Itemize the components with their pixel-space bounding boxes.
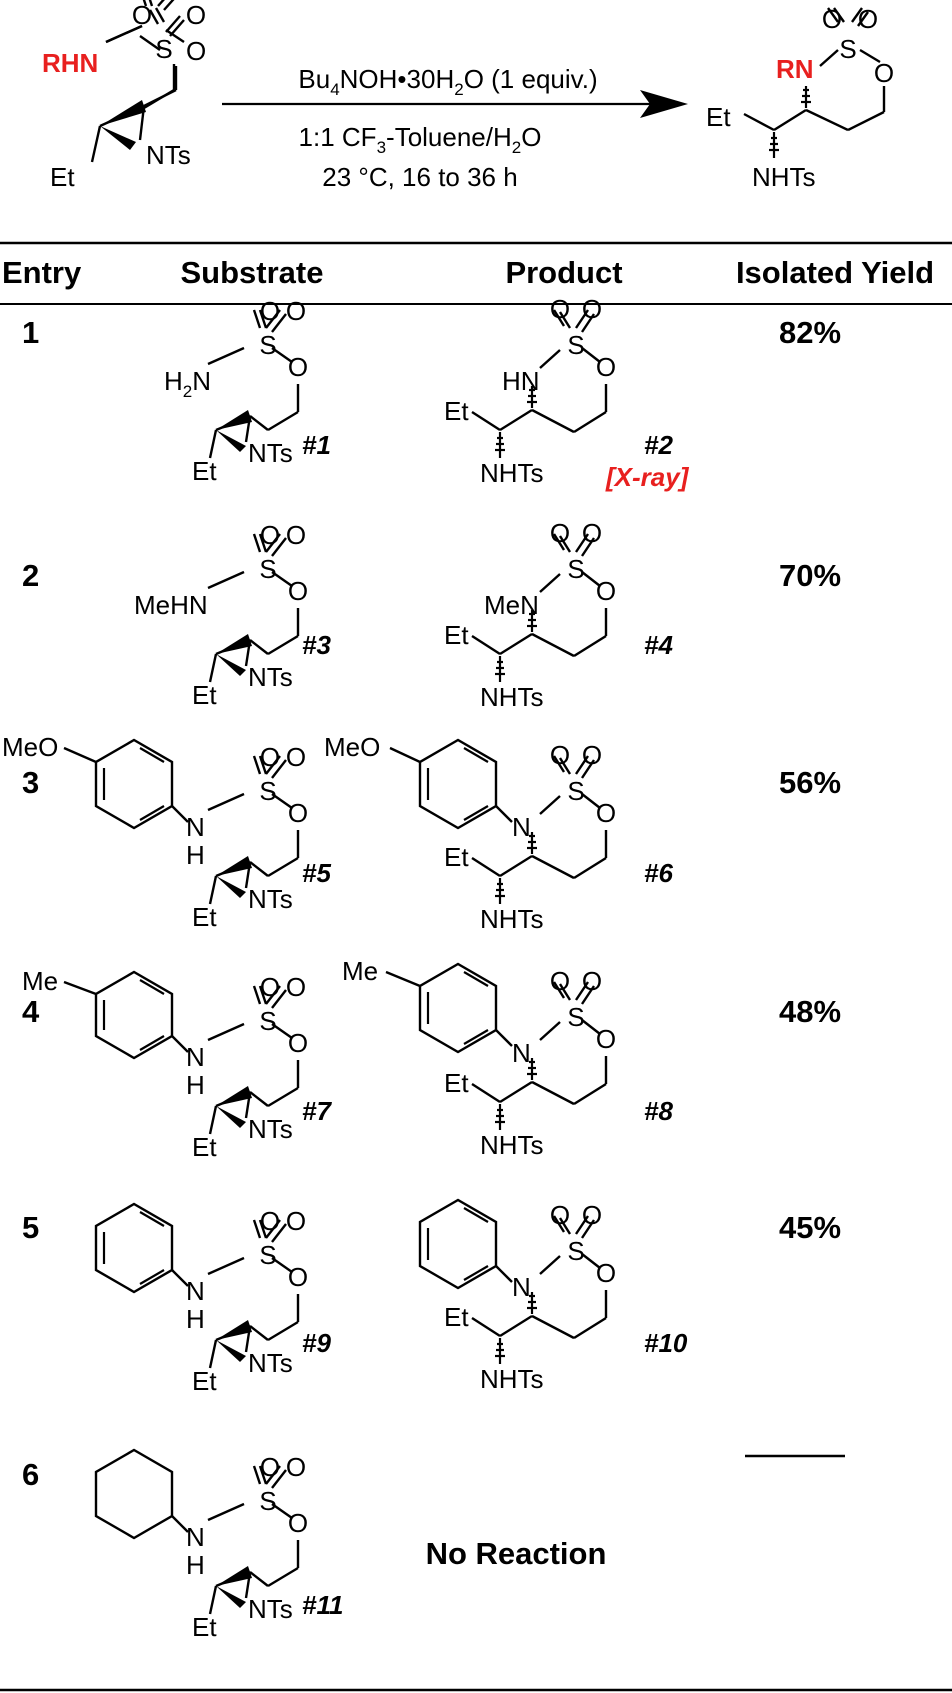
entry-1-yield: 82%	[779, 315, 841, 350]
entry-6-substrate-label: #11	[302, 1590, 343, 1620]
header-entry: Entry	[2, 255, 82, 290]
entry-6-nh-n: N	[186, 1522, 205, 1552]
scheme-substrate-o2: O	[186, 0, 206, 30]
entry-3-product-n: N	[512, 812, 531, 842]
entry-1-number: 1	[22, 315, 39, 350]
entry-5-substrate: N H #9	[94, 1202, 331, 1398]
entry-4-aryl-ring	[94, 970, 174, 1060]
entry-4-product: Me N #8	[342, 956, 673, 1162]
scheme-substrate-nts: NTs	[146, 140, 191, 170]
scheme-product-s: S	[839, 34, 856, 64]
entry-2-number: 2	[22, 558, 39, 593]
entry-6-no-reaction: No Reaction	[426, 1536, 607, 1571]
entry-3-nh-h: H	[186, 840, 205, 870]
entry-3-product: MeO N #6	[324, 732, 673, 936]
scheme-substrate: RHN O O S O NTs	[42, 0, 206, 192]
entry-5-product-n: N	[512, 1272, 531, 1302]
entry-5-nh-n: N	[186, 1276, 205, 1306]
entry-2-product-label: #4	[644, 630, 673, 660]
scheme-product-o3: O	[874, 58, 894, 88]
entry-2-substrate: MeHN #3	[134, 518, 331, 712]
scheme-substrate-o3: O	[186, 36, 206, 66]
header-product: Product	[505, 255, 622, 290]
entry-3-number: 3	[22, 765, 39, 800]
entry-2-product-amine: MeN	[484, 590, 539, 620]
scheme-substrate-o1: O	[132, 0, 152, 30]
entry-5-substrate-label: #9	[302, 1328, 331, 1358]
entry-3-product-label: #6	[644, 858, 673, 888]
entry-4-substrate: Me N H #7	[22, 966, 332, 1164]
entry-3-yield: 56%	[779, 765, 841, 800]
entry-4-substrate-label: #7	[302, 1096, 332, 1126]
entry-4-methyl: Me	[22, 966, 58, 996]
entry-3-substrate-label: #5	[302, 858, 331, 888]
entry-5-yield: 45%	[779, 1210, 841, 1245]
entry-2-product: MeN #4	[442, 516, 673, 714]
scheme-product: RN O O S O Et NHTs	[706, 4, 894, 192]
scheme-substrate-et: Et	[50, 162, 75, 192]
entry-1-substrate-label: #1	[302, 430, 331, 460]
entry-6-cyclohexyl-ring	[94, 1448, 174, 1540]
scheme-product-o1: O	[822, 4, 842, 34]
entry-4-nh-n: N	[186, 1042, 205, 1072]
entry-5-phenyl-ring	[94, 1202, 174, 1294]
entry-4-product-label: #8	[644, 1096, 673, 1126]
header-isolated-yield: Isolated Yield	[736, 255, 934, 290]
scheme-product-et: Et	[706, 102, 731, 132]
entry-1-xray-note: [X-ray]	[605, 462, 690, 492]
entry-2-substrate-label: #3	[302, 630, 331, 660]
entry-2-yield: 70%	[779, 558, 841, 593]
reaction-arrowhead	[640, 90, 688, 118]
entry-3-aryl-ring	[94, 738, 174, 830]
entry-4-yield: 48%	[779, 994, 841, 1029]
entry-5-product-phenyl-ring	[418, 1198, 498, 1290]
entry-1-product-amine: HN	[502, 366, 540, 396]
entry-5-nh-h: H	[186, 1304, 205, 1334]
entry-6-number: 6	[22, 1457, 39, 1492]
entry-4-nh-h: H	[186, 1070, 205, 1100]
entry-6-nh-h: H	[186, 1550, 205, 1580]
scheme-product-amine: RN	[776, 54, 814, 84]
entry-1-product-label: #2	[644, 430, 673, 460]
entry-5-number: 5	[22, 1210, 39, 1245]
entry-3-nh-n: N	[186, 812, 205, 842]
conditions-text: 23 °C, 16 to 36 h	[322, 162, 517, 192]
scheme-substrate-s: S	[155, 34, 172, 64]
entry-1-product: HN #2 [X-ray]	[442, 292, 690, 492]
entry-3-methoxy: MeO	[2, 732, 58, 762]
entry-3-product-aryl-ring	[418, 738, 498, 830]
entry-4-product-methyl: Me	[342, 956, 378, 986]
entry-6-substrate: N H #11	[94, 1448, 343, 1644]
scheme-product-nhts: NHTs	[752, 162, 816, 192]
solvent-text: 1:1 CF3-Toluene/H2O	[299, 122, 542, 157]
entry-2-amine: MeHN	[134, 590, 208, 620]
entry-5-product-label: #10	[644, 1328, 688, 1358]
entry-1-amine: H2N	[164, 366, 211, 401]
entry-1-substrate: H2N #1	[164, 294, 331, 488]
entry-3-product-methoxy: MeO	[324, 732, 380, 762]
entry-4-product-n: N	[512, 1038, 531, 1068]
entry-3-substrate: MeO N H #5	[2, 732, 331, 934]
reagent-text: Bu4NOH•30H2O (1 equiv.)	[298, 64, 597, 99]
entry-4-number: 4	[22, 994, 40, 1029]
entry-4-product-aryl-ring	[418, 962, 498, 1054]
header-substrate: Substrate	[181, 255, 324, 290]
reaction-arrow-group: Bu4NOH•30H2O (1 equiv.) 1:1 CF3-Toluene/…	[222, 64, 688, 192]
scheme-substrate-amine: RHN	[42, 48, 98, 78]
scheme-product-o2: O	[858, 4, 878, 34]
entry-5-product: N #10	[418, 1198, 688, 1396]
